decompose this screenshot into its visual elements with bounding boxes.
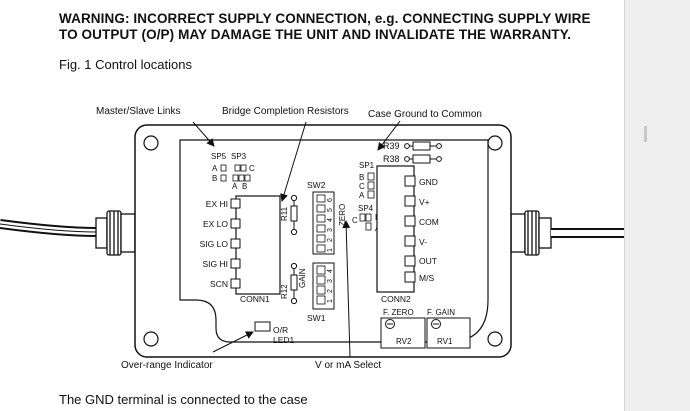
conn2-terminal-block: GND V+ COM V- OUT M/S CONN2 <box>376 165 439 304</box>
sp4-c-label: C <box>352 216 358 225</box>
sw1-gain-label: GAIN <box>298 268 307 288</box>
sw1-pos-1: 1 <box>327 299 334 303</box>
sw1-pos-2: 2 <box>327 289 334 293</box>
conn2-pin-out: OUT <box>419 256 437 266</box>
arrow-case-ground <box>377 120 401 151</box>
sw2-pos-5: 5 <box>327 208 334 212</box>
scrollbar-thumb[interactable] <box>644 126 647 142</box>
callout-v-or-ma-select: V or mA Select <box>315 360 381 371</box>
rv2-label: RV2 <box>396 337 412 346</box>
led1-label: LED1 <box>273 335 295 345</box>
sw2-pos-3: 3 <box>327 228 334 232</box>
rv1-f-gain-label: F. GAIN <box>427 308 455 317</box>
led1-o-r-label: O/R <box>273 325 288 335</box>
sp5-label: SP5 <box>211 152 227 161</box>
sp3-label: SP3 <box>231 152 247 161</box>
bridge-completion-resistors: R11 R12 <box>280 194 298 305</box>
master-slave-links: SP5 SP3 A B C A B <box>211 152 255 191</box>
warning-text-line-2: TO OUTPUT (O/P) MAY DAMAGE THE UNIT AND … <box>59 27 572 42</box>
sp1-c-label: C <box>359 182 365 191</box>
sw2-zero-label: ZERO <box>338 204 347 226</box>
sw2-pos-1: 1 <box>327 248 334 252</box>
sp1-label: SP1 <box>359 161 375 170</box>
arrow-over-range <box>212 331 254 353</box>
sw2-pos-2: 2 <box>327 238 334 242</box>
sw1-label: SW1 <box>307 313 326 323</box>
figure-caption: Fig. 1 Control locations <box>59 57 192 72</box>
callout-master-slave-links: Master/Slave Links <box>96 106 180 117</box>
r38-r39-resistors: R39 R38 <box>383 141 442 164</box>
right-cable-gland <box>510 210 552 256</box>
footer-note: The GND terminal is connected to the cas… <box>59 392 308 407</box>
callout-bridge-resistors: Bridge Completion Resistors <box>222 106 349 117</box>
led1-over-range-indicator: O/R LED1 <box>254 321 295 345</box>
r38-label: R38 <box>383 154 400 164</box>
conn1-label: CONN1 <box>240 294 270 304</box>
rv2-fine-zero-trimmer: F. ZERO RV2 <box>380 308 426 349</box>
sp4-label: SP4 <box>358 204 374 213</box>
callout-case-ground: Case Ground to Common <box>368 109 482 120</box>
arrow-master-slave <box>192 121 215 147</box>
rv2-f-zero-label: F. ZERO <box>383 308 414 317</box>
conn2-pin-gnd: GND <box>419 177 438 187</box>
r39-label: R39 <box>383 141 400 151</box>
conn2-pin-com: COM <box>419 217 439 227</box>
conn2-pin-v-minus: V- <box>419 237 427 247</box>
sw2-zero-dip-switch: SW2 6 5 4 3 2 1 ZERO <box>307 180 347 255</box>
sw1-pos-4: 4 <box>327 269 334 273</box>
conn1-pin-ex-lo: EX LO <box>203 219 228 229</box>
sp1-a-label: A <box>359 191 365 200</box>
sw1-gain-dip-switch: 4 3 2 1 GAIN SW1 <box>298 262 335 323</box>
sp3-a-label: A <box>232 182 238 191</box>
rv1-fine-gain-trimmer: F. GAIN RV1 <box>426 308 471 349</box>
sw2-pos-6: 6 <box>327 198 334 202</box>
sp5-b-label: B <box>212 174 217 183</box>
callout-over-range-indicator: Over-range Indicator <box>121 360 213 371</box>
conn1-pin-scn: SCN <box>210 279 228 289</box>
conn2-pin-m-s: M/S <box>419 273 434 283</box>
sw2-label: SW2 <box>307 180 326 190</box>
sp3-c-label: C <box>249 164 255 173</box>
arrow-v-or-ma <box>342 220 351 358</box>
rv1-label: RV1 <box>437 337 453 346</box>
sw1-pos-3: 3 <box>327 279 334 283</box>
sw2-pos-4: 4 <box>327 218 334 222</box>
conn1-pin-sig-hi: SIG HI <box>202 259 228 269</box>
conn2-label: CONN2 <box>381 294 411 304</box>
vertical-scrollbar[interactable] <box>624 0 690 411</box>
sp3-b-label: B <box>242 182 247 191</box>
r11-label: R11 <box>280 206 289 221</box>
sp5-a-label: A <box>212 164 218 173</box>
sp1-case-ground-link: SP1 B C A <box>359 161 375 200</box>
arrow-bridge <box>280 121 307 202</box>
r12-label: R12 <box>280 284 289 299</box>
callout-arrows <box>192 120 401 358</box>
conn1-pin-sig-lo: SIG LO <box>200 239 229 249</box>
conn1-terminal-block: EX HI EX LO SIG LO SIG HI SCN CONN1 <box>200 195 281 304</box>
left-cable <box>0 219 98 237</box>
warning-text-line-1: WARNING: INCORRECT SUPPLY CONNECTION, e.… <box>59 11 591 26</box>
conn1-pin-ex-hi: EX HI <box>206 199 228 209</box>
left-cable-gland <box>95 210 136 256</box>
sp1-b-label: B <box>359 173 364 182</box>
conn2-pin-v-plus: V+ <box>419 197 430 207</box>
